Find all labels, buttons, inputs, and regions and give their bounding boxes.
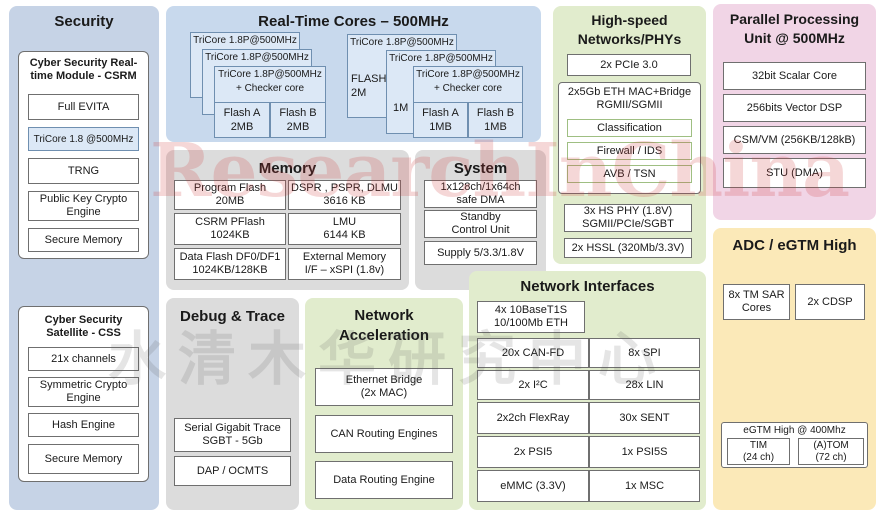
netaccel-panel: Network Acceleration Ethernet Bridge (2x…	[305, 298, 463, 510]
flash-back-label: 1M	[393, 102, 409, 114]
csrm-module: Cyber Security Real-time Module - CSRM F…	[18, 51, 149, 259]
core-label: TriCore 1.8P@500MHz	[389, 53, 493, 64]
csrm-trng: TRNG	[28, 158, 139, 184]
csrm-pk-crypto: Public Key Crypto Engine	[28, 191, 139, 221]
system-standby: Standby Control Unit	[424, 210, 537, 238]
netaccel-title: Network Acceleration	[338, 307, 430, 344]
highspeed-classification: Classification	[567, 119, 692, 137]
egtm-title: eGTM High @ 400Mhz	[743, 425, 846, 436]
egtm-tim: TIM (24 ch)	[727, 438, 790, 465]
egtm-atom: (A)TOM (72 ch)	[798, 438, 864, 465]
csrm-secure-memory: Secure Memory	[28, 228, 139, 252]
netaccel-data-routing: Data Routing Engine	[315, 461, 453, 499]
system-panel: System 1x128ch/1x64ch safe DMA Standby C…	[415, 150, 546, 290]
core-label: TriCore 1.8P@500MHz	[205, 52, 309, 63]
css-module: Cyber Security Satellite - CSS 21x chann…	[18, 306, 149, 482]
highspeed-title: High-speed Networks/PHYs	[577, 12, 682, 47]
memory-panel: Memory Program Flash 20MB DSPR , PSPR, D…	[166, 150, 409, 290]
netif-sent: 30x SENT	[589, 402, 700, 434]
parallel-vector-dsp: 256bits Vector DSP	[723, 94, 866, 122]
memory-dspr: DSPR , PSPR, DLMU 3616 KB	[288, 180, 401, 210]
netif-i2c: 2x I²C	[477, 370, 589, 400]
system-supply: Supply 5/3.3/1.8V	[424, 241, 537, 265]
system-dma: 1x128ch/1x64ch safe DMA	[424, 180, 537, 208]
security-title: Security	[54, 13, 114, 30]
highspeed-phy: 3x HS PHY (1.8V) SGMII/PCIe/SGBT	[564, 204, 692, 232]
css-secure-memory: Secure Memory	[28, 444, 139, 474]
memory-csrm-pflash: CSRM PFlash 1024KB	[174, 213, 286, 245]
highspeed-eth-group: 2x5Gb ETH MAC+Bridge RGMII/SGMII Classif…	[558, 82, 701, 194]
adc-sar-cores: 8x TM SAR Cores	[723, 284, 790, 320]
core-label: TriCore 1.8P@500MHz	[193, 35, 297, 46]
highspeed-pcie: 2x PCIe 3.0	[567, 54, 691, 76]
netif-msc: 1x MSC	[589, 470, 700, 502]
netif-psi5s: 1x PSI5S	[589, 436, 700, 468]
netif-title: Network Interfaces	[520, 278, 655, 295]
realtime-title: Real-Time Cores – 500MHz	[258, 13, 449, 30]
parallel-panel: Parallel Processing Unit @ 500MHz 32bit …	[713, 4, 876, 220]
memory-lmu: LMU 6144 KB	[288, 213, 401, 245]
netif-10baset1s: 4x 10BaseT1S 10/100Mb ETH	[477, 301, 585, 333]
memory-external-if: External Memory I/F – xSPI (1.8v)	[288, 248, 401, 280]
system-title: System	[453, 160, 508, 177]
flash-b: Flash B 2MB	[270, 102, 326, 138]
adc-cdsp: 2x CDSP	[795, 284, 865, 320]
flash-b: Flash B 1MB	[468, 102, 523, 138]
debug-dap: DAP / OCMTS	[174, 456, 291, 486]
egtm-group: eGTM High @ 400Mhz TIM (24 ch) (A)TOM (7…	[721, 422, 868, 468]
checker-label: + Checker core	[433, 83, 503, 94]
netaccel-eth-bridge: Ethernet Bridge (2x MAC)	[315, 368, 453, 406]
debug-title: Debug & Trace	[179, 308, 286, 325]
core-label: TriCore 1.8P@500MHz	[218, 69, 322, 80]
netif-flexray: 2x2ch FlexRay	[477, 402, 589, 434]
csrm-title: Cyber Security Real-time Module - CSRM	[29, 57, 138, 82]
css-hash-engine: Hash Engine	[28, 413, 139, 437]
adc-panel: ADC / eGTM High 8x TM SAR Cores 2x CDSP …	[713, 228, 876, 510]
adc-title: ADC / eGTM High	[732, 237, 857, 254]
csrm-tricore: TriCore 1.8 @500MHz	[28, 127, 139, 151]
memory-data-flash: Data Flash DF0/DF1 1024KB/128KB	[174, 248, 286, 280]
highspeed-avb-tsn: AVB / TSN	[567, 165, 692, 183]
flash-a: Flash A 2MB	[214, 102, 270, 138]
flash-a: Flash A 1MB	[413, 102, 468, 138]
highspeed-hssl: 2x HSSL (320Mb/3.3V)	[564, 238, 692, 258]
debug-sgbt: Serial Gigabit Trace SGBT - 5Gb	[174, 418, 291, 452]
css-sym-crypto: Symmetric Crypto Engine	[28, 377, 139, 407]
core-label: TriCore 1.8P@500MHz	[350, 37, 454, 48]
netif-lin: 28x LIN	[589, 370, 700, 400]
highspeed-panel: High-speed Networks/PHYs 2x PCIe 3.0 2x5…	[553, 6, 706, 264]
parallel-title: Parallel Processing Unit @ 500MHz	[729, 11, 860, 46]
parallel-csm-vm: CSM/VM (256KB/128kB)	[723, 126, 866, 154]
parallel-stu: STU (DMA)	[723, 158, 866, 188]
parallel-scalar-core: 32bit Scalar Core	[723, 62, 866, 90]
css-channels: 21x channels	[28, 347, 139, 371]
netif-spi: 8x SPI	[589, 338, 700, 368]
netif-psi5: 2x PSI5	[477, 436, 589, 468]
checker-label: + Checker core	[235, 83, 305, 94]
netaccel-can-routing: CAN Routing Engines	[315, 415, 453, 453]
debug-panel: Debug & Trace Serial Gigabit Trace SGBT …	[166, 298, 299, 510]
netif-panel: Network Interfaces 4x 10BaseT1S 10/100Mb…	[469, 271, 706, 510]
highspeed-firewall: Firewall / IDS	[567, 142, 692, 160]
memory-title: Memory	[258, 160, 317, 177]
netif-can-fd: 20x CAN-FD	[477, 338, 589, 368]
csrm-full-evita: Full EVITA	[28, 94, 139, 120]
core-label: TriCore 1.8P@500MHz	[416, 69, 520, 80]
realtime-panel: Real-Time Cores – 500MHz TriCore 1.8P@50…	[166, 6, 541, 142]
css-title: Cyber Security Satellite - CSS	[44, 314, 123, 339]
security-panel: Security Cyber Security Real-time Module…	[9, 6, 159, 510]
netif-emmc: eMMC (3.3V)	[477, 470, 589, 502]
flash-back-label: FLASH 2M	[351, 73, 387, 99]
highspeed-eth-title: 2x5Gb ETH MAC+Bridge RGMII/SGMII	[567, 86, 692, 111]
memory-program-flash: Program Flash 20MB	[174, 180, 286, 210]
